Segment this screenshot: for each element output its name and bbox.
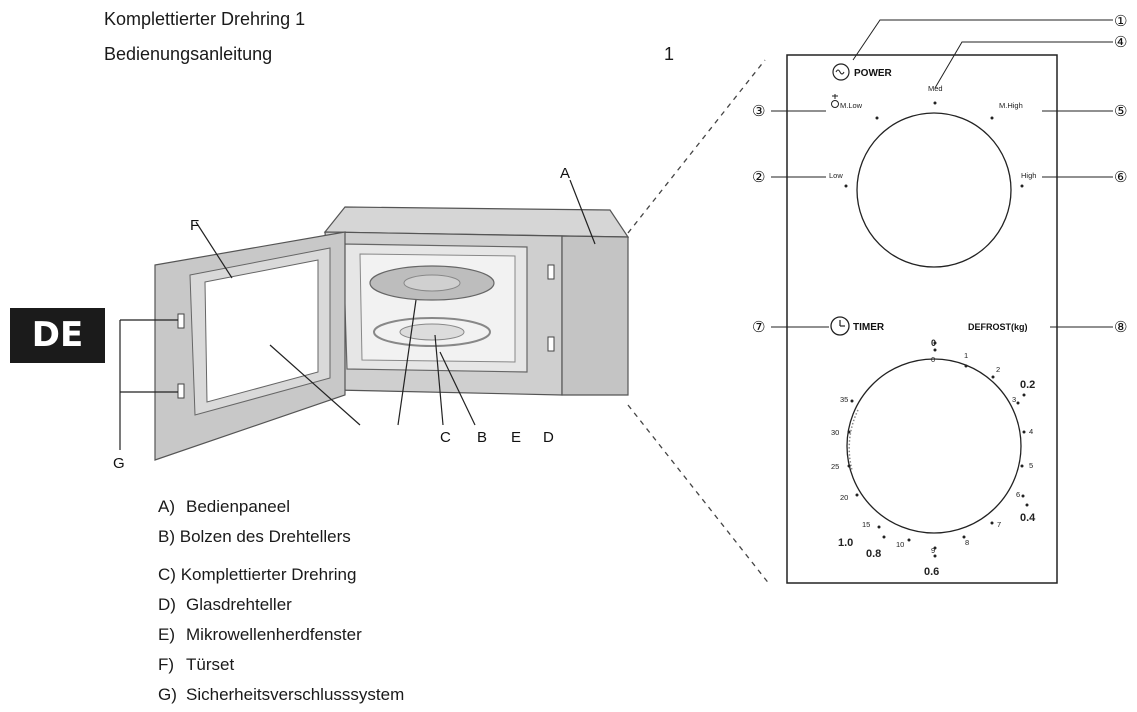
microwave-callout-lines <box>119 179 596 450</box>
defrost-mark-0.8: 0.8 <box>866 548 881 560</box>
callout-e: E <box>511 429 521 446</box>
power-level-mhigh: M.High <box>999 101 1023 110</box>
header-line-1: Komplettierter Drehring 1 <box>104 8 305 30</box>
panel-callout-2: ② <box>752 169 765 186</box>
power-dial[interactable] <box>856 112 1012 268</box>
language-badge: DE <box>10 308 105 363</box>
legend-key: F) <box>158 655 175 674</box>
callout-b: B <box>477 429 487 446</box>
panel-callout-numbers: ① ④ ③ ⑤ ② ⑥ ⑦ ⑧ <box>752 13 1127 336</box>
callout-a: A <box>560 165 570 182</box>
callout-c: C <box>440 429 451 446</box>
clock-icon <box>830 316 850 336</box>
timer-mark-4: 4 <box>1029 427 1033 436</box>
timer-mark-3: 3 <box>1012 395 1016 404</box>
power-level-med: Med <box>928 84 943 93</box>
panel-callout-8: ⑧ <box>1114 319 1127 336</box>
defrost-label: DEFROST(kg) <box>968 322 1028 332</box>
defrost-mark-0: 0 <box>931 338 936 348</box>
control-panel: POWER Med M.Low M.High Low High <box>786 54 1058 584</box>
legend-key: G) <box>158 685 177 704</box>
legend-item-c: C) Komplettierter Drehring <box>158 565 356 585</box>
legend-label: Mikrowellenherdfenster <box>186 625 362 644</box>
timer-mark-6: 6 <box>1016 490 1020 499</box>
defrost-mark-1.0: 1.0 <box>838 537 853 549</box>
defrost-icon <box>831 94 839 108</box>
legend-item-a: A) Bedienpaneel <box>158 497 290 517</box>
legend-item-f: F) Türset <box>158 655 234 675</box>
timer-mark-15: 15 <box>862 520 870 529</box>
timer-mark-9: 9 <box>931 546 935 555</box>
timer-label: TIMER <box>853 322 885 333</box>
legend-key: D) <box>158 595 176 614</box>
panel-callout-7: ⑦ <box>752 319 765 336</box>
header-line-1-text: Komplettierter Drehring <box>104 9 291 29</box>
legend-label: Komplettierter Drehring <box>180 565 357 584</box>
callout-g: G <box>113 455 125 472</box>
legend-label: Bedienpaneel <box>186 497 290 516</box>
power-level-mlow: M.Low <box>840 101 863 110</box>
timer-mark-5: 5 <box>1029 461 1033 470</box>
timer-mark-1: 1 <box>964 351 968 360</box>
header-line-2-qty: 1 <box>664 44 675 64</box>
header-line-2-text: Bedienungsanleitung <box>104 44 273 64</box>
header-line-1-qty: 1 <box>295 9 306 29</box>
timer-mark-25: 25 <box>831 462 839 471</box>
timer-mark-0: 0 <box>931 355 935 364</box>
zoom-lines <box>627 59 771 586</box>
power-level-high: High <box>1021 171 1036 180</box>
callout-d: D <box>543 429 554 446</box>
legend-item-b: B) Bolzen des Drehtellers <box>158 527 351 547</box>
panel-callout-1: ① <box>1114 13 1127 30</box>
legend-key: E) <box>158 625 175 644</box>
power-level-low: Low <box>829 171 843 180</box>
timer-mark-2: 2 <box>996 365 1000 374</box>
timer-marks: 0 1 2 3 4 5 6 7 8 9 10 15 20 25 30 35 <box>831 351 1033 555</box>
defrost-mark-0.4: 0.4 <box>1020 512 1036 524</box>
defrost-mark-0.2: 0.2 <box>1020 379 1035 391</box>
defrost-marks: 0.2 0.4 0.6 0.8 1.0 <box>838 379 1036 578</box>
legend-key: B) <box>158 527 175 546</box>
timer-mark-35: 35 <box>840 395 848 404</box>
header-line-2: Bedienungsanleitung <box>104 43 272 65</box>
timer-mark-8: 8 <box>965 538 969 547</box>
defrost-mark-0.6: 0.6 <box>924 566 939 578</box>
panel-callout-6: ⑥ <box>1114 169 1127 186</box>
microwave-body <box>323 206 630 396</box>
panel-callout-5: ⑤ <box>1114 103 1127 120</box>
legend-label: Sicherheitsverschlusssystem <box>186 685 405 704</box>
legend-item-d: D) Glasdrehteller <box>158 595 292 615</box>
timer-dial[interactable] <box>846 358 1022 534</box>
microwave-callout-letters: A F C B E D G <box>113 165 570 472</box>
timer-mark-10: 10 <box>896 540 904 549</box>
legend-key: A) <box>158 497 175 516</box>
microwave-door <box>154 231 346 461</box>
panel-callout-4: ④ <box>1114 34 1127 51</box>
legend-label: Türset <box>186 655 235 674</box>
timer-mark-30: 30 <box>831 428 839 437</box>
power-label: POWER <box>854 68 893 79</box>
timer-mark-20: 20 <box>840 493 848 502</box>
legend-label: Bolzen des Drehtellers <box>179 527 351 546</box>
legend-key: C) <box>158 565 176 584</box>
legend-label: Glasdrehteller <box>186 595 292 614</box>
legend-item-e: E) Mikrowellenherdfenster <box>158 625 362 645</box>
callout-f: F <box>190 217 199 234</box>
legend-item-g: G) Sicherheitsverschlusssystem <box>158 685 404 705</box>
power-icon <box>832 63 850 81</box>
panel-callout-lines <box>771 19 1113 328</box>
panel-callout-3: ③ <box>752 103 765 120</box>
timer-mark-7: 7 <box>997 520 1001 529</box>
